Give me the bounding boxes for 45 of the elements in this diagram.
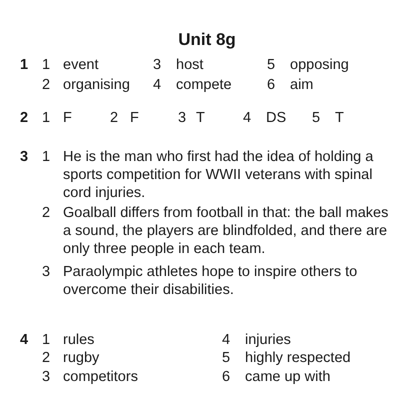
item-number: 6	[222, 368, 230, 386]
answer-text: T	[196, 109, 205, 127]
answer-text: compete	[176, 76, 232, 94]
answer-text: event	[63, 56, 98, 74]
item-number: 1	[42, 148, 50, 166]
section-number: 4	[20, 331, 28, 349]
item-number: 3	[42, 368, 50, 386]
item-number: 2	[42, 349, 50, 367]
answer-text: competitors	[63, 368, 138, 386]
answer-text: came up with	[245, 368, 330, 386]
item-number: 1	[42, 56, 50, 74]
answer-text: organising	[63, 76, 130, 94]
item-number: 4	[153, 76, 162, 94]
answer-text: T	[335, 109, 344, 127]
item-number: 4	[222, 331, 230, 349]
answer-sentence: Paraolympic athletes hope to inspire others to overcome their disabilities.	[63, 263, 358, 299]
answer-text: F	[130, 109, 139, 127]
item-number: 3	[178, 109, 186, 127]
section-number: 3	[20, 148, 28, 166]
item-number: 5	[267, 56, 276, 74]
item-number: 1	[42, 331, 50, 349]
answer-text: F	[63, 109, 72, 127]
item-number: 6	[267, 76, 276, 94]
answer-text: aim	[290, 76, 314, 94]
item-number: 4	[243, 109, 252, 127]
answer-sentence: He is the man who first had the idea of holding a sports competition for WWII veterans with spinal cord injuries.	[63, 148, 374, 202]
answer-text: opposing	[290, 56, 349, 74]
item-number: 2	[42, 204, 50, 222]
item-number: 5	[312, 109, 320, 127]
page-title: Unit 8g	[177, 30, 237, 50]
answer-sentence: Goalball differs from football in that: the ball makes a sound, the players are blindfolded, and there are only three people in each team.	[63, 204, 390, 258]
answer-text: rules	[63, 331, 94, 349]
item-number: 3	[42, 263, 50, 281]
section-number: 1	[20, 56, 28, 74]
answer-text: host	[176, 56, 204, 74]
answer-text: DS	[266, 109, 286, 127]
answer-text: rugby	[63, 349, 100, 367]
item-number: 2	[42, 76, 50, 94]
item-number: 2	[110, 109, 118, 127]
item-number: 3	[153, 56, 162, 74]
answer-text: highly respected	[245, 349, 351, 367]
answer-text: injuries	[245, 331, 291, 349]
section-number: 2	[20, 109, 28, 127]
item-number: 5	[222, 349, 230, 367]
item-number: 1	[42, 109, 50, 127]
